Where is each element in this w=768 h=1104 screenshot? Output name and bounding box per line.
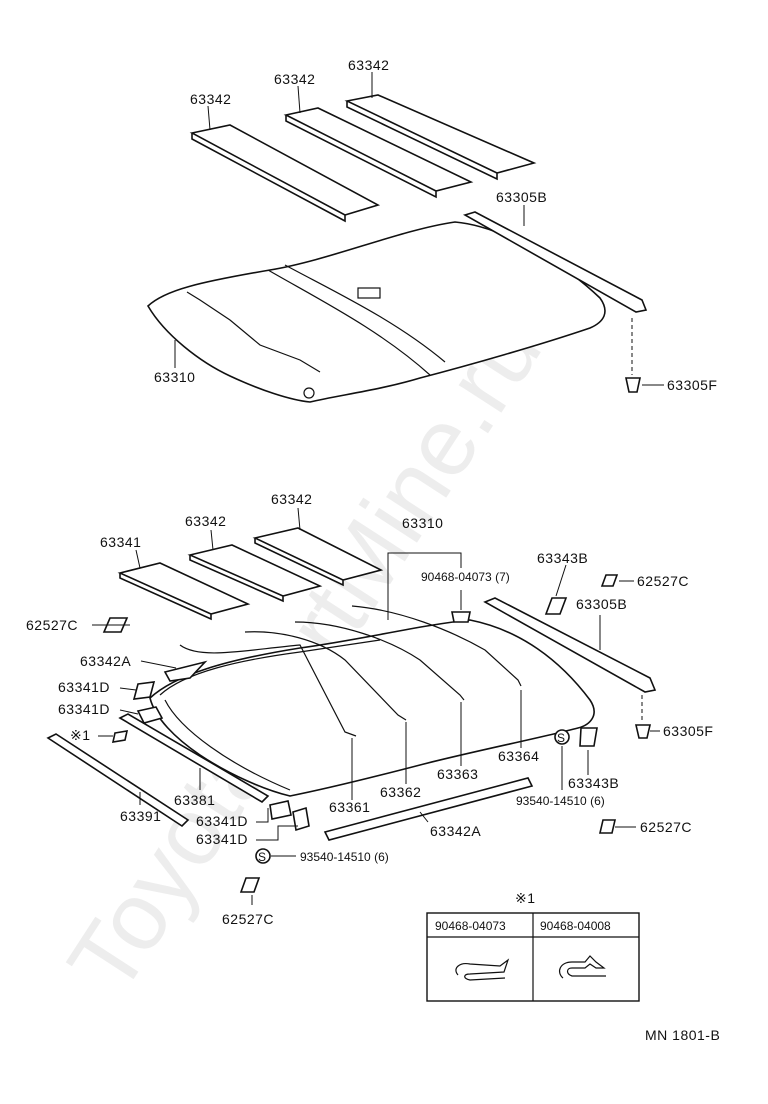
label-clip-d: 62527C bbox=[222, 911, 274, 927]
label-pad-d3: 63341D bbox=[196, 813, 248, 829]
upper-dome-cutout bbox=[357, 287, 381, 299]
label-lower-pad-a: 63342 bbox=[185, 513, 226, 529]
upper-headliner-notch bbox=[186, 291, 321, 373]
label-bow-4: 63364 bbox=[498, 748, 539, 764]
label-rail-clip: 63305F bbox=[663, 723, 713, 739]
upper-headliner-fold bbox=[267, 264, 446, 376]
side-pad-upper-shape bbox=[544, 597, 568, 615]
table-col2-header: 90468-04008 bbox=[540, 919, 611, 933]
label-pad-d2: 63341D bbox=[58, 701, 110, 717]
label-lower-pad-main: 63341 bbox=[100, 534, 141, 550]
label-strip-b: 63342A bbox=[430, 823, 481, 839]
upper-assembly: 63342 63342 63342 63305B 63310 63305F bbox=[146, 57, 717, 403]
label-clip-c: 62527C bbox=[640, 819, 692, 835]
leader bbox=[256, 825, 298, 841]
upper-clip-shape bbox=[625, 377, 641, 393]
lower-pad-b-shape bbox=[252, 527, 384, 587]
bow-2-shape bbox=[244, 631, 407, 721]
table-ref-title: ※1 bbox=[515, 890, 536, 906]
label-clip-a: 62527C bbox=[26, 617, 78, 633]
label-upper-clip: 63305F bbox=[667, 377, 717, 393]
lower-sunroof-outline bbox=[159, 639, 381, 791]
upper-headliner-shape bbox=[146, 221, 606, 403]
label-lower-rail: 63305B bbox=[576, 596, 627, 612]
leader bbox=[256, 808, 269, 823]
pad-d2-shape bbox=[136, 706, 164, 724]
lower-clip-small-shape bbox=[451, 611, 471, 623]
label-pad-d1: 63341D bbox=[58, 679, 110, 695]
label-screw-a: 93540-14510 (6) bbox=[516, 794, 605, 808]
label-bow-2: 63362 bbox=[380, 784, 421, 800]
label-lower-pad-b: 63342 bbox=[271, 491, 312, 507]
clip-90468-04073-shape bbox=[455, 958, 510, 981]
clip-90468-04008-shape bbox=[559, 955, 606, 979]
pad-d4-shape bbox=[292, 806, 310, 832]
label-trim-b: 63391 bbox=[120, 808, 161, 824]
lower-strip-a-shape bbox=[163, 660, 208, 682]
bow-4-shape bbox=[351, 605, 522, 687]
screw-symbol-a-text: S bbox=[557, 731, 565, 745]
diagram-code: MN 1801-B bbox=[645, 1027, 720, 1043]
lower-trim-a-shape bbox=[118, 713, 270, 804]
side-pad-lower-shape bbox=[579, 727, 598, 747]
lower-pad-main-shape bbox=[117, 562, 251, 621]
label-clip-qty: 90468-04073 (7) bbox=[421, 570, 510, 584]
reference-table: ※1 90468-04073 90468-04008 bbox=[426, 890, 640, 1002]
leader bbox=[207, 105, 211, 131]
leader bbox=[119, 709, 139, 715]
ref-1-part-shape bbox=[111, 730, 129, 743]
pad-d1-shape bbox=[132, 681, 156, 700]
table-col1-header: 90468-04073 bbox=[435, 919, 506, 933]
label-upper-pad-b: 63342 bbox=[274, 71, 315, 87]
upper-rail-shape bbox=[462, 211, 648, 313]
lower-strip-b-shape bbox=[323, 777, 534, 841]
screw-symbol-b bbox=[255, 848, 271, 864]
upper-clip-hole bbox=[303, 387, 315, 399]
label-side-pad-upper: 63343B bbox=[537, 550, 588, 566]
pad-d3-shape bbox=[269, 800, 292, 820]
lower-pad-a-shape bbox=[187, 544, 323, 603]
label-bow-3: 63363 bbox=[437, 766, 478, 782]
lower-headliner-shape bbox=[149, 619, 595, 797]
lower-assembly: S S 63342 63342 63341 6 bbox=[26, 491, 713, 927]
label-upper-rail: 63305B bbox=[496, 189, 547, 205]
lower-rail-shape bbox=[483, 597, 657, 693]
bow-1-shape bbox=[179, 644, 357, 737]
leader bbox=[135, 549, 141, 569]
screw-symbol-b-text: S bbox=[258, 850, 266, 864]
label-screw-b: 93540-14510 (6) bbox=[300, 850, 389, 864]
label-upper-pad-c: 63342 bbox=[348, 57, 389, 73]
leader bbox=[210, 529, 214, 551]
screw-symbol-a bbox=[554, 729, 570, 745]
leader bbox=[297, 85, 301, 114]
bow-3-shape bbox=[294, 621, 465, 701]
lower-rail-clip-shape bbox=[634, 724, 652, 739]
upper-pad-a-shape bbox=[189, 124, 381, 223]
label-upper-headliner: 63310 bbox=[154, 369, 195, 385]
label-trim-a: 63381 bbox=[174, 792, 215, 808]
clip-62527c-d-shape bbox=[239, 877, 261, 893]
label-upper-pad-a: 63342 bbox=[190, 91, 231, 107]
label-bow-1: 63361 bbox=[329, 799, 370, 815]
leader bbox=[119, 687, 137, 691]
label-strip-a: 63342A bbox=[80, 653, 131, 669]
leader bbox=[419, 811, 429, 823]
leader bbox=[297, 507, 301, 531]
leader bbox=[387, 552, 462, 620]
label-pad-d4: 63341D bbox=[196, 831, 248, 847]
clip-62527c-c-shape bbox=[598, 819, 617, 834]
label-lower-headliner: 63310 bbox=[402, 515, 443, 531]
leader bbox=[140, 660, 177, 669]
label-note-ref: ※1 bbox=[70, 727, 91, 743]
upper-pad-c-shape bbox=[344, 94, 537, 181]
leader bbox=[555, 564, 567, 597]
clip-62527c-b-shape bbox=[600, 574, 619, 587]
upper-pad-b-shape bbox=[283, 107, 474, 199]
label-side-pad-lower: 63343B bbox=[568, 775, 619, 791]
lower-trim-b-shape bbox=[46, 733, 190, 828]
label-clip-b: 62527C bbox=[637, 573, 689, 589]
